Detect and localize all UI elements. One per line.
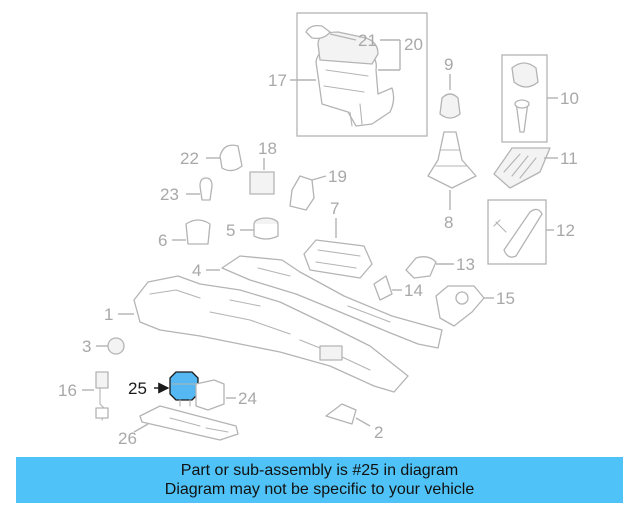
callout-12: 12 <box>556 221 575 240</box>
part-23-plug: 23 <box>160 177 213 204</box>
callout-7: 7 <box>330 199 339 218</box>
callout-2: 2 <box>374 423 383 442</box>
part-1-console: 1 <box>104 275 409 393</box>
part-9-8-shifter: 9 8 <box>427 55 477 232</box>
callout-25: 25 <box>128 379 147 398</box>
part-2-clip: 2 <box>325 403 383 442</box>
callout-11: 11 <box>560 149 578 168</box>
part-25-body[interactable] <box>169 371 199 401</box>
part-26-panel: 26 <box>118 405 239 448</box>
callout-14: 14 <box>404 281 423 300</box>
part-15-assembly: 15 <box>435 285 515 327</box>
callout-19: 19 <box>328 167 347 186</box>
part-25-switch[interactable]: 25 <box>128 371 199 407</box>
part-9-knob <box>439 93 461 119</box>
callout-8: 8 <box>444 213 453 232</box>
callout-21: 21 <box>358 31 377 50</box>
part-18-switch: 18 <box>249 139 277 195</box>
part-7-tray: 7 <box>303 199 373 279</box>
callout-15: 15 <box>496 289 515 308</box>
part-11-cover: 11 <box>493 147 578 189</box>
armrest-frame <box>296 12 428 137</box>
callout-16: 16 <box>58 381 77 400</box>
callout-18: 18 <box>258 139 277 158</box>
callout-24: 24 <box>238 389 257 408</box>
callout-9: 9 <box>444 55 453 74</box>
part-4-trim: 4 <box>192 255 443 349</box>
callout-5: 5 <box>226 221 235 240</box>
part-5-cap: 5 <box>226 217 279 240</box>
info-banner: Part or sub-assembly is #25 in diagram D… <box>16 457 623 503</box>
callout-17: 17 <box>268 71 287 90</box>
banner-line-2: Diagram may not be specific to your vehi… <box>164 481 475 498</box>
callout-22: 22 <box>180 149 199 168</box>
callout-26: 26 <box>118 429 137 448</box>
part-16-connector: 16 <box>58 371 109 421</box>
callout-20: 20 <box>404 35 423 54</box>
callout-13: 13 <box>456 255 475 274</box>
banner-line-1: Part or sub-assembly is #25 in diagram <box>180 462 459 479</box>
part-6-cup: 6 <box>158 219 211 250</box>
part-14-plug: 14 <box>373 275 423 301</box>
part-22-knob: 22 <box>180 144 243 172</box>
callout-1: 1 <box>104 305 113 324</box>
shift-knob-top <box>511 62 539 88</box>
part-10-shift-knob-group: 10 <box>501 54 579 143</box>
part-21-button <box>305 24 331 40</box>
part-12-ignition: 12 <box>487 199 575 265</box>
callout-4: 4 <box>192 261 201 280</box>
callout-3: 3 <box>82 337 91 356</box>
callout-10: 10 <box>560 89 579 108</box>
part-17-armrest-group: 21 20 17 <box>268 12 428 137</box>
part-3-plug: 3 <box>82 337 125 356</box>
part-24-module: 24 <box>195 379 257 411</box>
part-13-socket: 13 <box>405 255 475 279</box>
part-8-shift-boot <box>427 131 477 189</box>
callout-6: 6 <box>158 231 167 250</box>
part-19-bracket: 19 <box>289 167 347 211</box>
callout-23: 23 <box>160 185 179 204</box>
